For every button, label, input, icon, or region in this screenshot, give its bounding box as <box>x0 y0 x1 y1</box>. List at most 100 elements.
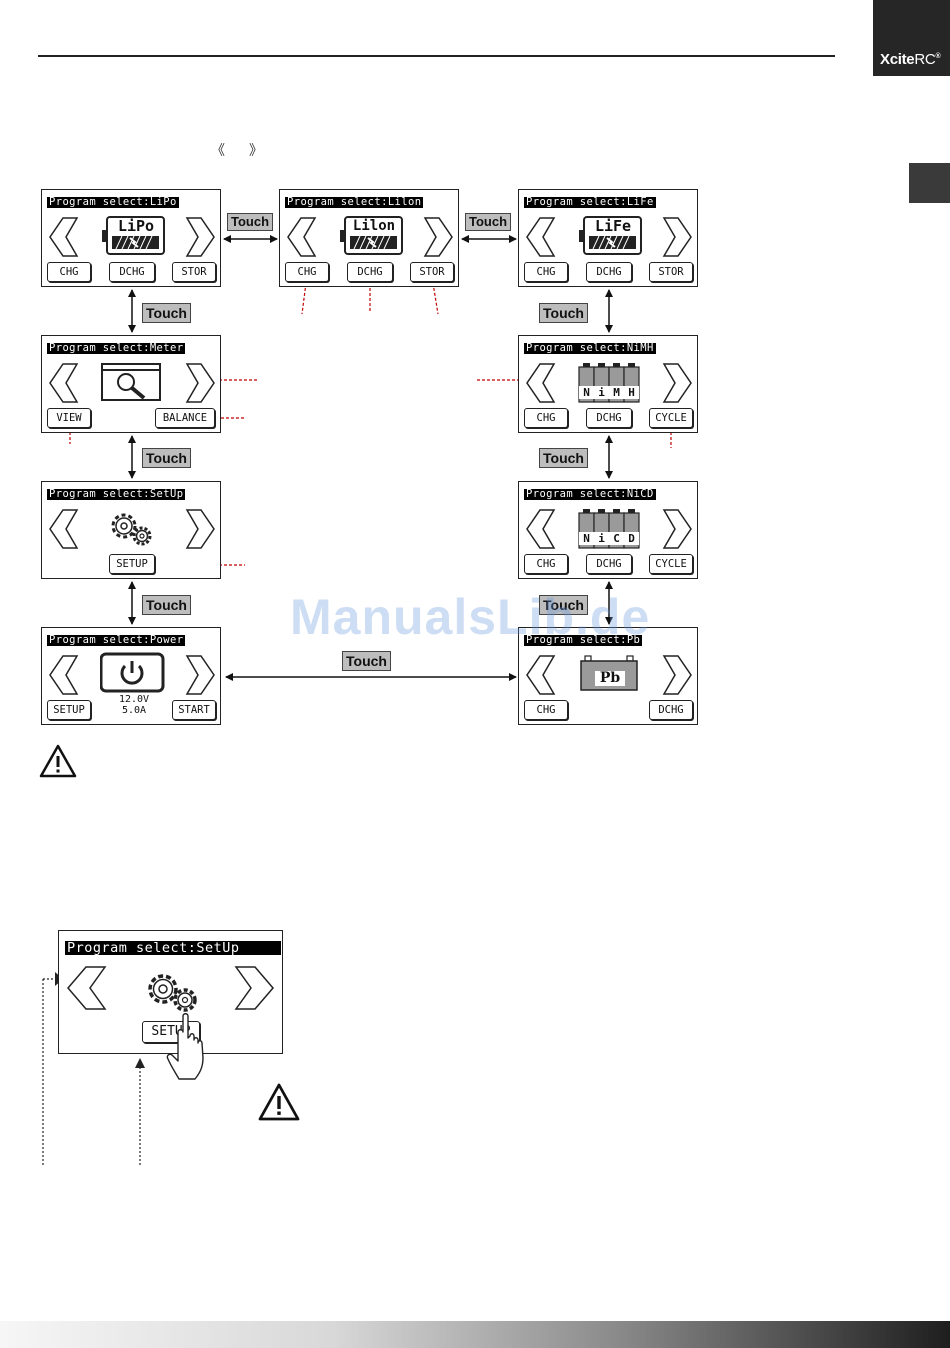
prev-arrow-icon[interactable] <box>47 362 81 404</box>
prev-arrow-icon[interactable] <box>285 216 319 258</box>
screen-title: Program select:Meter <box>47 342 186 354</box>
logo-rest: RC <box>914 51 936 68</box>
screen-power: Program select:Power 12.0V 5.0A SETUP ST… <box>41 627 221 725</box>
cycle-button[interactable]: CYCLE <box>649 408 693 428</box>
touch-label: Touch <box>142 595 191 615</box>
screen-life: Program select:LiFe LiFe CHG DCHG STOR <box>518 189 698 287</box>
view-button[interactable]: VIEW <box>47 408 91 428</box>
stor-button[interactable]: STOR <box>649 262 693 282</box>
cycle-button[interactable]: CYCLE <box>649 554 693 574</box>
cells-icon: N i M H <box>577 360 643 404</box>
screen-title: Program select:LiFe <box>524 196 656 208</box>
battery-label: LiFe <box>594 217 632 235</box>
stor-button[interactable]: STOR <box>410 262 454 282</box>
prev-arrow-icon[interactable] <box>47 216 81 258</box>
next-arrow-icon[interactable] <box>232 965 276 1011</box>
screen-pb: Program select:Pb Pb CHG DCHG <box>518 627 698 725</box>
next-arrow-icon[interactable] <box>660 508 694 550</box>
power-voltage: 12.0V <box>118 694 150 705</box>
screen-setup: Program select:SetUp SETUP <box>41 481 221 579</box>
prev-arrow-icon[interactable] <box>47 654 81 696</box>
watermark: ManualsLib.de <box>290 589 651 645</box>
screen-title: Program select:NiCD <box>524 488 656 500</box>
battery-label: Pb <box>595 671 625 686</box>
battery-icon: LiFe <box>577 214 643 258</box>
next-arrow-icon[interactable] <box>183 654 217 696</box>
touch-label: Touch <box>142 448 191 468</box>
lead-acid-battery-icon: Pb <box>577 652 643 696</box>
cell-letter: M <box>609 386 624 399</box>
next-arrow-icon[interactable] <box>660 216 694 258</box>
dchg-button[interactable]: DCHG <box>347 262 393 282</box>
screen-title: Program select:SetUp <box>65 941 281 955</box>
screen-title: Program select:NiMH <box>524 342 656 354</box>
next-arrow-icon[interactable] <box>660 654 694 696</box>
next-arrow-icon[interactable] <box>660 362 694 404</box>
prev-arrow-icon[interactable] <box>524 216 558 258</box>
hand-pointer-icon <box>166 1013 204 1080</box>
left-chevron-glyph: 《 <box>211 143 225 159</box>
power-current: 5.0A <box>121 705 147 716</box>
dchg-button[interactable]: DCHG <box>649 700 693 720</box>
stor-button[interactable]: STOR <box>172 262 216 282</box>
chg-button[interactable]: CHG <box>285 262 329 282</box>
start-button[interactable]: START <box>172 700 216 720</box>
large-setup-screen: Program select:SetUp SETUP <box>58 930 283 1054</box>
right-chevron-glyph: 》 <box>249 143 263 159</box>
screen-title: Program select:LiPo <box>47 196 179 208</box>
screen-title: Program select:Lilon <box>285 196 424 208</box>
chg-button[interactable]: CHG <box>524 262 568 282</box>
chg-button[interactable]: CHG <box>524 554 568 574</box>
prev-arrow-icon[interactable] <box>524 362 558 404</box>
next-arrow-icon[interactable] <box>183 362 217 404</box>
cell-letter: N <box>579 386 594 399</box>
header-rule <box>38 55 835 57</box>
battery-icon: LiPo <box>100 214 166 258</box>
dchg-button[interactable]: DCHG <box>586 554 632 574</box>
cell-letter: i <box>594 386 609 399</box>
prev-arrow-icon[interactable] <box>65 965 109 1011</box>
screen-lipo: Program select:LiPo LiPo CHG DCHG STOR <box>41 189 221 287</box>
dchg-button[interactable]: DCHG <box>109 262 155 282</box>
dchg-button[interactable]: DCHG <box>586 408 632 428</box>
warning-icon <box>39 744 77 778</box>
dchg-button[interactable]: DCHG <box>586 262 632 282</box>
screen-meter: Program select:Meter VIEW BALANCE <box>41 335 221 433</box>
chapter-tab <box>909 163 950 203</box>
battery-label: Lilon <box>352 218 396 234</box>
prev-arrow-icon[interactable] <box>524 508 558 550</box>
footer-bar <box>0 1321 950 1348</box>
cell-letter: i <box>594 532 609 545</box>
screen-title: Program select:SetUp <box>47 488 186 500</box>
power-icon <box>99 652 166 696</box>
touch-label: Touch <box>465 213 512 231</box>
gear-icon <box>100 506 166 550</box>
prev-arrow-icon[interactable] <box>524 654 558 696</box>
touch-label: Touch <box>539 303 588 323</box>
chg-button[interactable]: CHG <box>524 700 568 720</box>
logo-bold: Xcite <box>880 51 915 68</box>
battery-icon: Lilon <box>338 214 404 258</box>
screen-nimh: Program select:NiMH N i M H CHG DCHG CYC… <box>518 335 698 433</box>
next-arrow-icon[interactable] <box>183 216 217 258</box>
cell-letter: D <box>624 532 639 545</box>
gear-icon <box>148 974 197 1012</box>
chg-button[interactable]: CHG <box>47 262 91 282</box>
balance-button[interactable]: BALANCE <box>155 408 215 428</box>
cell-letter: C <box>609 532 624 545</box>
next-arrow-icon[interactable] <box>421 216 455 258</box>
setup-button[interactable]: SETUP <box>47 700 91 720</box>
touch-label: Touch <box>227 213 274 231</box>
next-arrow-icon[interactable] <box>183 508 217 550</box>
brand-logo: XciteRC® <box>873 0 950 76</box>
cell-letter: H <box>624 386 639 399</box>
prev-arrow-icon[interactable] <box>47 508 81 550</box>
magnifier-icon <box>100 360 166 404</box>
screen-title: Program select:Power <box>47 634 186 646</box>
chg-button[interactable]: CHG <box>524 408 568 428</box>
touch-label: Touch <box>142 303 191 323</box>
setup-button[interactable]: SETUP <box>109 554 155 574</box>
screen-lilon: Program select:Lilon Lilon CHG DCHG STOR <box>279 189 459 287</box>
screen-title: Program select:Pb <box>524 634 643 646</box>
